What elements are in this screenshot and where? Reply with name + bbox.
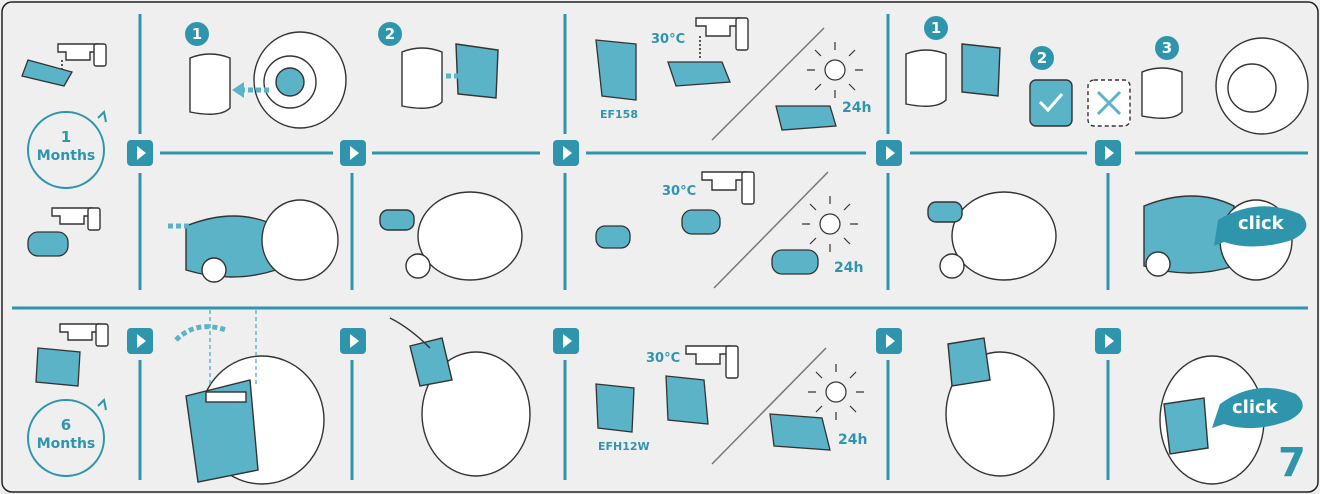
pleated-filter-icon xyxy=(665,375,709,425)
click-label: click xyxy=(1232,397,1278,418)
hepa-remove-illustration xyxy=(389,317,531,477)
refresh-cycle-icon xyxy=(27,397,107,477)
filter-sponge-icon xyxy=(667,61,731,87)
tap-icon xyxy=(59,323,109,347)
step-badge-2: 2 xyxy=(1030,46,1054,70)
interval-unit: Months xyxy=(36,436,96,452)
sun-icon xyxy=(808,364,864,420)
step-badge-1: 1 xyxy=(185,22,209,46)
vacuum-cover-open-illustration xyxy=(174,310,325,485)
pleated-filter-icon xyxy=(35,347,81,387)
vacuum-head-illustration xyxy=(189,31,347,129)
refresh-cycle-icon xyxy=(27,109,107,189)
step-badge-2: 2 xyxy=(378,22,402,46)
cylinder-filter-icon xyxy=(595,209,819,275)
filter-sponge-icon xyxy=(21,59,73,87)
divider-slash xyxy=(711,27,825,141)
divider-slash xyxy=(711,347,827,465)
tap-icon xyxy=(701,171,755,205)
interval-unit: Months xyxy=(36,148,96,164)
click-bubble-shape xyxy=(1212,387,1303,429)
vacuum-bin-removal-illustration xyxy=(168,199,339,283)
sun-icon xyxy=(807,42,863,98)
wash-temperature: 30°C xyxy=(662,184,697,199)
vacuum-filter-insert-illustration xyxy=(927,191,1057,281)
play-arrow-icon xyxy=(1095,328,1121,354)
pleated-filter-icon xyxy=(769,413,831,451)
play-arrow-icon xyxy=(127,328,153,354)
wash-temperature: 30°C xyxy=(646,351,681,366)
click-bubble-shape xyxy=(1214,206,1307,247)
play-arrow-icon xyxy=(876,140,902,166)
play-arrow-icon xyxy=(127,140,153,166)
click-label: click xyxy=(1238,213,1284,234)
cylinder-filter-icon xyxy=(27,231,69,257)
hepa-insert-illustration xyxy=(945,337,1055,477)
pleated-filter-icon xyxy=(595,383,635,433)
filter-sponge-icon xyxy=(775,105,837,131)
tap-icon xyxy=(57,43,107,67)
grid-lines xyxy=(12,14,1308,480)
step-badge-3: 3 xyxy=(1155,36,1179,60)
check-icon xyxy=(1038,93,1064,113)
wash-temperature: 30°C xyxy=(651,32,686,47)
tap-icon xyxy=(51,207,101,231)
play-arrow-icon xyxy=(340,328,366,354)
sun-icon xyxy=(802,196,858,252)
play-arrow-icon xyxy=(553,140,579,166)
filter-code: EFH12W xyxy=(598,440,650,453)
filter-sponge-icon xyxy=(595,39,637,101)
play-arrow-icon xyxy=(340,140,366,166)
interval-number: 1 xyxy=(60,128,72,146)
play-arrow-icon xyxy=(1095,140,1121,166)
filter-insert-illustration xyxy=(401,43,499,109)
tap-icon xyxy=(695,17,749,51)
cross-icon xyxy=(1096,90,1122,116)
vacuum-filter-pull-illustration xyxy=(379,191,523,281)
step-badge-1: 1 xyxy=(924,16,948,40)
dry-time: 24h xyxy=(834,260,864,276)
divider-slash xyxy=(713,171,829,289)
dry-time: 24h xyxy=(842,100,872,116)
filter-code: EF158 xyxy=(600,108,638,121)
interval-number: 6 xyxy=(60,416,72,434)
page-number: 7 xyxy=(1278,440,1306,486)
play-arrow-icon xyxy=(876,328,902,354)
dry-time: 24h xyxy=(838,432,868,448)
play-arrow-icon xyxy=(553,328,579,354)
vacuum-cover-close-illustration xyxy=(1159,355,1265,485)
tap-icon xyxy=(685,345,739,379)
